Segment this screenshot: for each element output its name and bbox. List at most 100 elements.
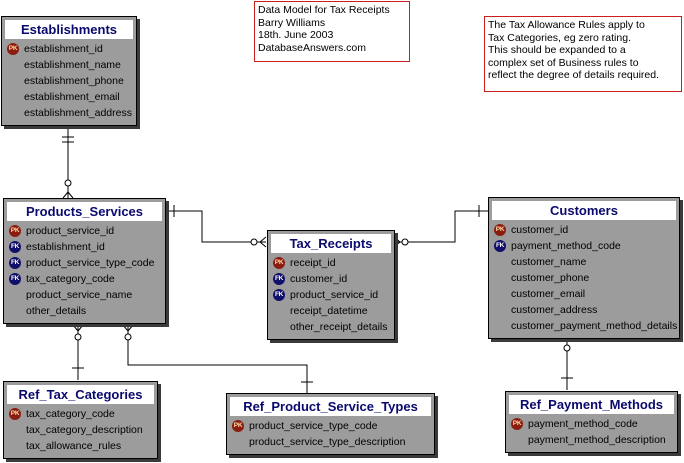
attribute-name: establishment_name — [24, 59, 121, 71]
attribute-name: payment_method_code — [528, 418, 638, 430]
attribute-row: other_receipt_details — [268, 319, 394, 335]
entity-title: Ref_Product_Service_Types — [230, 397, 431, 416]
attribute-row: PK tax_category_code — [4, 406, 157, 422]
attribute-name: receipt_id — [290, 257, 336, 269]
note-line: This should be expanded to a — [488, 44, 626, 56]
foreign-key-icon: FK — [494, 240, 506, 252]
attribute-name: other_receipt_details — [290, 321, 388, 333]
note-line: complex set of Business rules to — [488, 56, 639, 69]
attribute-list: PK tax_category_code tax_category_descript… — [4, 404, 157, 458]
attribute-name: establishment_phone — [24, 75, 124, 87]
attribute-list: PK payment_method_code payment_method_desc… — [506, 414, 677, 452]
attribute-name: establishment_address — [24, 107, 132, 119]
attribute-name: customer_payment_method_details — [511, 320, 678, 332]
attribute-name: payment_method_description — [528, 434, 666, 446]
primary-key-icon: PK — [9, 225, 21, 237]
attribute-row: FK establishment_id — [4, 239, 165, 255]
attribute-name: product_service_type_code — [249, 420, 378, 432]
entity-ref-payment-methods[interactable]: Ref_Payment_Methods PK payment_method_cod… — [505, 391, 678, 453]
attribute-name: other_details — [26, 305, 87, 317]
attribute-name: receipt_datetime — [290, 305, 368, 317]
attribute-row: customer_address — [489, 302, 679, 318]
attribute-row: customer_email — [489, 286, 679, 302]
note-line: reflect the degree of details required. — [488, 69, 660, 81]
entity-title: Customers — [492, 201, 676, 220]
attribute-name: product_service_id — [26, 225, 115, 237]
attribute-row: establishment_email — [2, 89, 136, 105]
note-line: The Tax Allowance Rules apply to — [488, 19, 645, 31]
link-ref-payment-methods-customers — [561, 334, 573, 390]
attribute-name: payment_method_code — [511, 240, 621, 252]
note-line: Barry Williams — [258, 16, 326, 29]
attribute-row: FK customer_id — [268, 271, 394, 287]
attribute-name: establishment_id — [26, 241, 105, 253]
attribute-row: customer_payment_method_details — [489, 318, 679, 334]
entity-title: Establishments — [5, 20, 133, 39]
entity-title: Products_Services — [7, 202, 162, 221]
primary-key-icon: PK — [494, 224, 506, 236]
attribute-name: customer_id — [511, 224, 569, 236]
foreign-key-icon: FK — [9, 273, 21, 285]
foreign-key-icon: FK — [273, 273, 285, 285]
attribute-row: establishment_phone — [2, 73, 136, 89]
note-line: DatabaseAnswers.com — [258, 41, 366, 54]
entity-title: Ref_Tax_Categories — [7, 385, 154, 404]
attribute-row: FK tax_category_code — [4, 271, 165, 287]
attribute-name: customer_email — [511, 288, 586, 300]
attribute-row: PK product_service_id — [4, 223, 165, 239]
attribute-name: tax_category_description — [26, 424, 143, 436]
primary-key-icon: PK — [7, 43, 19, 55]
rules-note: The Tax Allowance Rules apply to Tax Cat… — [484, 16, 682, 92]
link-products-services-tax-receipts — [165, 205, 267, 248]
foreign-key-icon: FK — [273, 289, 285, 301]
entity-title: Tax_Receipts — [271, 234, 391, 253]
attribute-name: product_service_id — [290, 289, 379, 301]
attribute-row: other_details — [4, 303, 165, 319]
attribute-name: establishment_id — [24, 43, 103, 55]
attribute-name: customer_phone — [511, 272, 590, 284]
attribute-name: product_service_name — [26, 289, 133, 301]
attribute-name: customer_name — [511, 256, 587, 268]
link-customers-tax-receipts — [393, 205, 488, 248]
header-note: Data Model for Tax Receipts Barry Willia… — [254, 1, 410, 62]
attribute-row: tax_category_description — [4, 422, 157, 438]
attribute-row: product_service_name — [4, 287, 165, 303]
link-ref-product-service-types-products-services — [122, 324, 313, 393]
attribute-row: customer_phone — [489, 270, 679, 286]
attribute-row: PK establishment_id — [2, 41, 136, 57]
attribute-row: tax_allowance_rules — [4, 438, 157, 454]
attribute-name: tax_category_code — [26, 408, 115, 420]
entity-title: Ref_Payment_Methods — [509, 395, 674, 414]
attribute-name: customer_id — [290, 273, 348, 285]
attribute-row: establishment_address — [2, 105, 136, 121]
foreign-key-icon: FK — [9, 241, 21, 253]
attribute-name: product_service_type_code — [26, 257, 155, 269]
attribute-row: FK payment_method_code — [489, 238, 679, 254]
primary-key-icon: PK — [511, 418, 523, 430]
attribute-name: tax_allowance_rules — [26, 440, 122, 452]
attribute-row: receipt_datetime — [268, 303, 394, 319]
primary-key-icon: PK — [273, 257, 285, 269]
primary-key-icon: PK — [9, 408, 21, 420]
attribute-row: PK receipt_id — [268, 255, 394, 271]
primary-key-icon: PK — [232, 420, 244, 432]
attribute-row: PK customer_id — [489, 222, 679, 238]
attribute-name: product_service_type_description — [249, 436, 406, 448]
attribute-row: PK product_service_type_code — [227, 418, 434, 434]
note-line: Tax Categories, eg zero rating. — [488, 31, 631, 44]
attribute-name: tax_category_code — [26, 273, 115, 285]
entity-ref-product-service-types[interactable]: Ref_Product_Service_Types PK product_serv… — [226, 393, 435, 455]
attribute-row: PK payment_method_code — [506, 416, 677, 432]
attribute-row: payment_method_description — [506, 432, 677, 448]
